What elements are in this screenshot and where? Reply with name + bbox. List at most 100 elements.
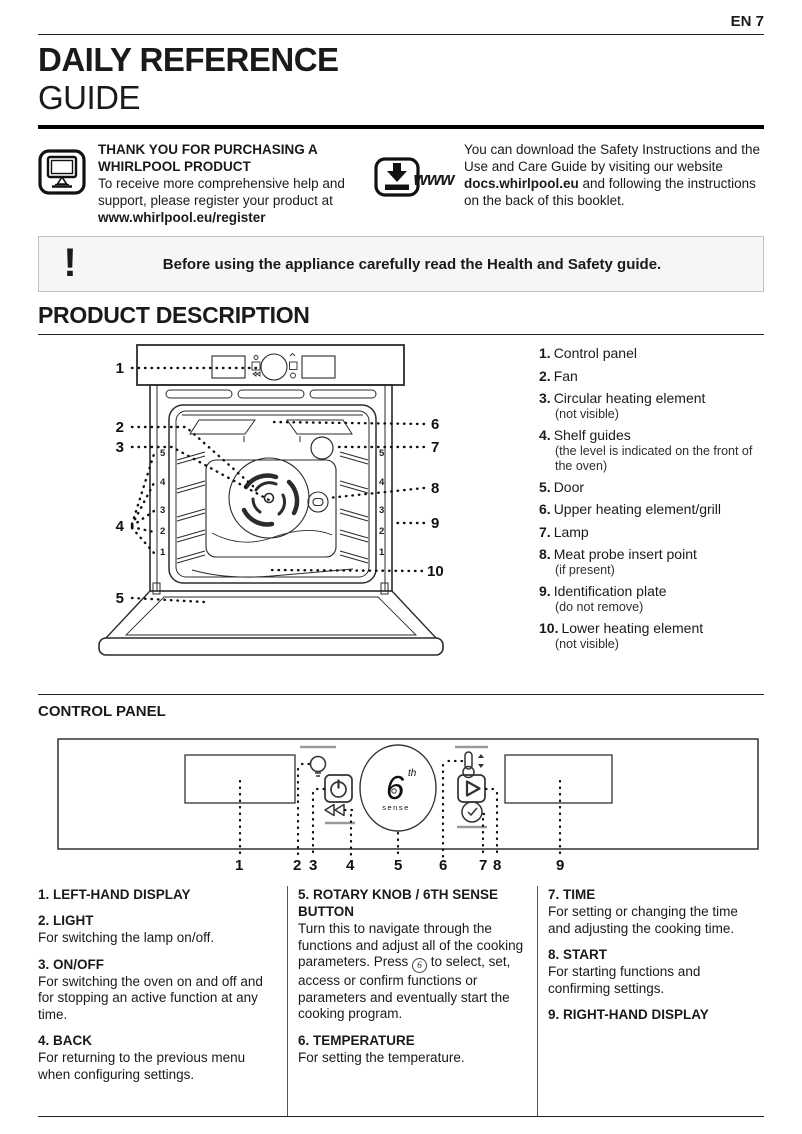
product-description-section: 1 2 3 4 5 6 7 8 9 10 5 4 3 2 1 5 4 3 2 [38, 337, 764, 684]
download-text-before: You can download the Safety Instructions… [464, 142, 760, 174]
shelf-level-right-5: 5 [379, 448, 385, 459]
part-item-6: 6.Upper heating element/grill [539, 501, 722, 517]
cp-callout-2: 2 [293, 857, 301, 873]
shelf-level-right-1: 1 [379, 547, 385, 558]
cp-callout-6: 6 [439, 857, 447, 873]
callout-leader-lines [130, 366, 426, 604]
footer-rule [38, 1116, 764, 1117]
shelf-level-left-3: 3 [160, 505, 165, 516]
part-item-3: 3.Circular heating element (not visible) [539, 390, 764, 422]
register-body: To receive more comprehensive help and s… [98, 176, 345, 208]
cp-callout-5: 5 [394, 857, 402, 873]
download-link: docs.whirlpool.eu [464, 176, 579, 191]
oven-callout-2: 2 [116, 419, 124, 436]
legend-item-1: 1. LEFT-HAND DISPLAY [38, 887, 191, 902]
meat-probe-icon [307, 491, 329, 513]
intro-register-block: THANK YOU FOR PURCHASING A WHIRLPOOL PRO… [38, 141, 374, 226]
cp-leader-lines [238, 759, 562, 859]
rotary-knob: 6 th sense [359, 744, 437, 832]
product-description-rule [38, 334, 764, 335]
download-text: You can download the Safety Instructions… [464, 141, 764, 226]
header-rule-bottom [38, 125, 764, 129]
temperature-icon [455, 745, 488, 779]
part-note-10: (not visible) [555, 637, 619, 651]
part-item-1: 1.Control panel [539, 345, 637, 361]
shelf-level-right-4: 4 [379, 477, 385, 488]
cp-callout-4: 4 [346, 857, 355, 873]
fan-blades-icon [241, 473, 300, 527]
legend-item-8: 8. START For starting functions and conf… [548, 947, 701, 996]
on-off-button-icon [324, 774, 353, 803]
shelf-level-right-2: 2 [379, 526, 384, 537]
part-item-5: 5.Door [539, 478, 585, 495]
control-panel-title: CONTROL PANEL [38, 703, 166, 720]
download-text-after: and following the instructions on the ba… [464, 176, 756, 208]
part-note-3: (not visible) [555, 407, 619, 421]
safety-warning-text: Before using the appliance carefully rea… [162, 255, 662, 273]
legend-item-3: 3. ON/OFF For switching the oven on and … [38, 956, 263, 1022]
sixth-sense-mini-icon: 6 [412, 958, 428, 973]
exclamation-icon: ! [63, 241, 77, 285]
product-parts-list: 1.Control panel 2.Fan 3.Circular heating… [539, 337, 764, 684]
legend-item-6: 6. TEMPERATURE For setting the temperatu… [298, 1032, 465, 1065]
mini-control-icons [251, 352, 298, 379]
time-icon [457, 801, 487, 829]
safety-warning-box: ! Before using the appliance carefully r… [38, 236, 764, 292]
oven-callout-7: 7 [431, 439, 439, 456]
cp-callout-3: 3 [309, 857, 317, 873]
register-heading-line1: THANK YOU FOR PURCHASING A [98, 142, 318, 157]
oven-callout-1: 1 [116, 360, 124, 377]
oven-callout-10: 10 [427, 563, 444, 580]
product-description-title: PRODUCT DESCRIPTION [38, 302, 310, 328]
cp-callout-8: 8 [493, 857, 501, 873]
page-title-line1: DAILY REFERENCE [38, 41, 339, 78]
back-icon [324, 803, 355, 825]
intro-download-block: www You can download the Safety Instruct… [374, 141, 764, 226]
legend-item-5: 5. ROTARY KNOB / 6TH SENSE BUTTON Turn t… [298, 887, 524, 1021]
left-display [184, 754, 296, 804]
part-item-9: 9.Identification plate (do not remove) [539, 583, 764, 615]
right-display [504, 754, 613, 804]
legend-column-3: 7. TIME For setting or changing the time… [537, 886, 764, 1116]
legend-column-1: 1. LEFT-HAND DISPLAY 2. LIGHT For switch… [38, 886, 287, 1116]
oven-callout-4: 4 [116, 518, 125, 535]
light-icon [300, 745, 336, 777]
controls-legend: 1. LEFT-HAND DISPLAY 2. LIGHT For switch… [38, 886, 764, 1116]
part-item-7: 7.Lamp [539, 523, 589, 540]
part-item-8: 8.Meat probe insert point (if present) [539, 546, 764, 578]
knob-logo-sense: sense [382, 803, 410, 812]
page-title-line2: GUIDE [38, 79, 141, 116]
www-word: www [413, 169, 454, 189]
oven-lamp-icon [310, 436, 334, 460]
knob-logo-th: th [408, 768, 417, 779]
intro-section: THANK YOU FOR PURCHASING A WHIRLPOOL PRO… [38, 141, 764, 226]
legend-item-4: 4. BACK For returning to the previous me… [38, 1033, 246, 1082]
part-item-10: 10.Lower heating element (not visible) [539, 620, 764, 652]
oven-callout-5: 5 [116, 590, 124, 607]
oven-callout-3: 3 [116, 439, 124, 456]
shelf-level-left-4: 4 [160, 477, 166, 488]
page-title: DAILY REFERENCE GUIDE [38, 41, 764, 117]
shelf-level-left-2: 2 [160, 526, 165, 537]
header-rule-top [38, 34, 764, 35]
start-button-icon [457, 774, 486, 803]
part-note-8: (if present) [555, 563, 615, 577]
part-item-4: 4.Shelf guides (the level is indicated o… [539, 427, 764, 473]
control-panel-rule [38, 694, 764, 695]
cp-callout-9: 9 [556, 857, 564, 873]
control-panel-diagram: 6 th sense [57, 738, 759, 873]
cp-callout-1: 1 [235, 857, 243, 873]
register-text: THANK YOU FOR PURCHASING A WHIRLPOOL PRO… [98, 141, 348, 226]
part-note-4: (the level is indicated on the front of … [555, 444, 753, 473]
page-number: EN 7 [730, 13, 764, 30]
part-item-2: 2.Fan [539, 367, 578, 384]
legend-column-2: 5. ROTARY KNOB / 6TH SENSE BUTTON Turn t… [287, 886, 537, 1116]
oven-diagram: 1 2 3 4 5 6 7 8 9 10 5 4 3 2 1 5 4 3 2 [94, 337, 539, 684]
oven-callout-8: 8 [431, 480, 439, 497]
oven-callout-9: 9 [431, 515, 439, 532]
oven-callout-6: 6 [431, 416, 439, 433]
cp-callout-7: 7 [479, 857, 487, 873]
shelf-level-right-3: 3 [379, 505, 384, 516]
register-link: www.whirlpool.eu/register [98, 210, 266, 225]
